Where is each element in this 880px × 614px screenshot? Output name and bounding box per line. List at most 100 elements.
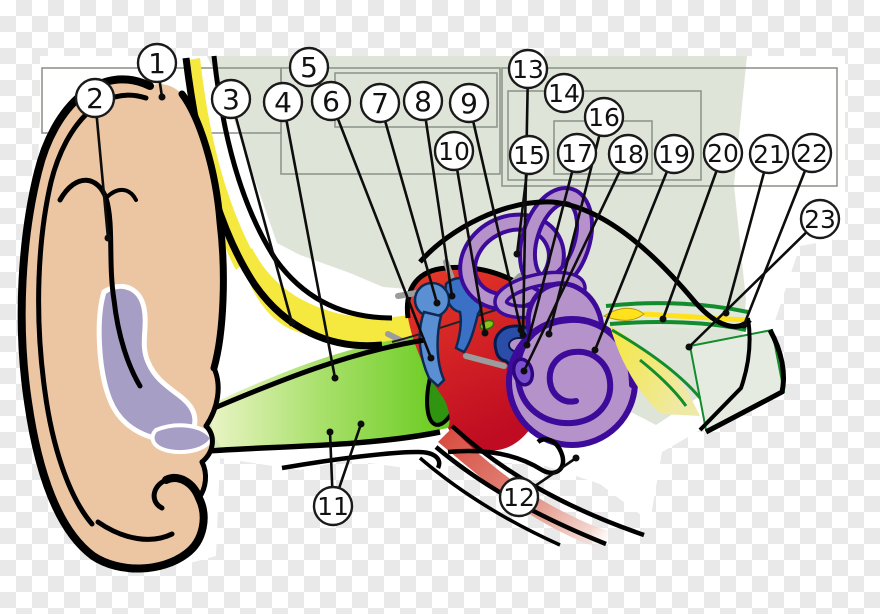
- callout-11-target-dot: [326, 428, 334, 436]
- callout-3: 3: [210, 78, 252, 120]
- callout-19: 19: [653, 133, 695, 175]
- callout-5-circle: [288, 46, 330, 88]
- callout-17-target-dot: [523, 341, 531, 349]
- callout-11-leader-line: [338, 422, 363, 489]
- callout-17: 17: [556, 132, 598, 174]
- callout-12-number: 12: [503, 483, 535, 512]
- callout-16-number: 16: [588, 103, 620, 132]
- lower-wavy-hook: [281, 449, 442, 471]
- callout-2-number: 2: [86, 82, 104, 115]
- callout-23-number: 23: [804, 205, 836, 234]
- callout-19-circle: [653, 133, 695, 175]
- callout-3-number: 3: [222, 83, 240, 116]
- callout-7-leader-line: [384, 120, 439, 305]
- callout-22-number: 22: [796, 139, 828, 168]
- box-labyrinth: [507, 90, 702, 181]
- callout-15: 15: [508, 134, 550, 176]
- callout-19-leader-line: [593, 171, 668, 352]
- callout-22-target-dot: [740, 321, 748, 329]
- callout-6-number: 6: [322, 85, 340, 118]
- callout-20: 20: [702, 132, 744, 174]
- callout-12-target-dot: [572, 454, 580, 462]
- callout-18-number: 18: [612, 140, 644, 169]
- callout-2: 2: [74, 77, 116, 119]
- callout-4-leader-line: [285, 120, 337, 380]
- callout-11-number: 11: [317, 492, 349, 521]
- callout-10-number: 10: [438, 137, 470, 166]
- callout-16-target-dot: [545, 330, 553, 338]
- callout-8-leader-line: [424, 119, 454, 298]
- callout-12-circle: [498, 476, 540, 518]
- callout-11: 11: [312, 485, 354, 527]
- callout-18: 18: [607, 133, 649, 175]
- callout-6: 6: [310, 80, 352, 122]
- callout-8-number: 8: [414, 85, 432, 118]
- callout-2-circle: [74, 77, 116, 119]
- callout-21-leader-line: [724, 172, 766, 315]
- callout-15-target-dot: [513, 250, 521, 258]
- malleus-handle: [418, 310, 446, 388]
- callout-21: 21: [748, 133, 790, 175]
- callout-16: 16: [583, 96, 625, 138]
- callout-20-circle: [702, 132, 744, 174]
- callout-19-number: 19: [658, 140, 690, 169]
- callout-12-leader-line: [534, 456, 578, 488]
- callout-20-target-dot: [659, 315, 667, 323]
- callout-7-circle: [359, 82, 401, 124]
- callout-13: 13: [507, 48, 549, 90]
- callout-14: 14: [543, 72, 585, 114]
- callout-19-target-dot: [591, 346, 599, 354]
- callout-13-circle: [507, 48, 549, 90]
- callout-14-number: 14: [548, 79, 580, 108]
- callout-4: 4: [262, 81, 304, 123]
- eustachian-tube-wall-outer: [418, 456, 561, 547]
- concha-lavender: [96, 284, 198, 443]
- bone-v-outline: [698, 317, 752, 432]
- callout-2-leader-line: [95, 116, 110, 240]
- callout-5-number: 5: [300, 51, 318, 84]
- callout-12: 12: [498, 476, 540, 518]
- callout-3-leader-line: [234, 116, 294, 325]
- callout-21-circle: [748, 133, 790, 175]
- callout-15-circle: [508, 134, 550, 176]
- callout-10: 10: [433, 130, 475, 172]
- callout-7: 7: [359, 82, 401, 124]
- callout-18-target-dot: [520, 367, 528, 375]
- callout-4-target-dot: [331, 374, 339, 382]
- callout-11-leader-line: [328, 430, 334, 488]
- box-inner-ear: [501, 67, 838, 187]
- callout-8: 8: [402, 80, 444, 122]
- callout-1-number: 1: [148, 47, 166, 80]
- callout-14-circle: [543, 72, 585, 114]
- callout-22-circle: [791, 132, 833, 174]
- callout-18-circle: [607, 133, 649, 175]
- callout-22-leader-line: [742, 170, 806, 327]
- leader-line-layer: [95, 81, 807, 489]
- callout-13-target-dot: [519, 331, 527, 339]
- callout-7-number: 7: [371, 87, 389, 120]
- callout-18-leader-line: [522, 170, 621, 373]
- callout-9-circle: [448, 82, 490, 124]
- cartilage-yellow-band: [188, 58, 256, 270]
- callout-10-circle: [433, 130, 475, 172]
- callout-17-leader-line: [525, 171, 574, 347]
- callout-8-target-dot: [448, 292, 456, 300]
- canal-upper-outline: [204, 337, 426, 415]
- canal-lower-outline: [195, 429, 441, 455]
- callout-23-circle: [799, 198, 841, 240]
- callout-16-circle: [583, 96, 625, 138]
- callout-1-circle: [136, 42, 178, 84]
- callout-13-number: 13: [512, 55, 544, 84]
- eustachian-tube-fill: [438, 428, 640, 556]
- callout-23-target-dot: [685, 343, 693, 351]
- callout-9-number: 9: [460, 87, 478, 120]
- ear-canal-tube: [211, 336, 459, 448]
- canal-entry-lavender: [150, 423, 215, 455]
- callout-20-number: 20: [707, 139, 739, 168]
- callout-2-target-dot: [104, 234, 112, 242]
- callout-4-number: 4: [274, 86, 292, 119]
- callout-6-leader-line: [336, 118, 433, 360]
